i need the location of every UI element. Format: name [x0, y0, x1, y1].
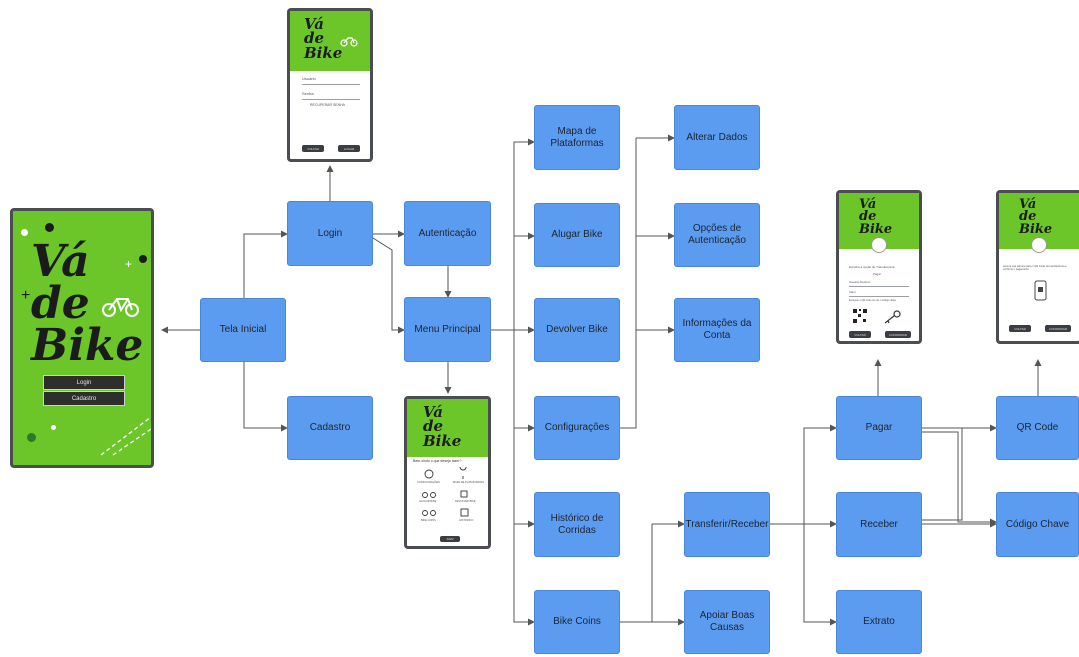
node-alterar-dados[interactable]: Alterar Dados	[674, 105, 760, 170]
node-extrato[interactable]: Extrato	[836, 590, 922, 654]
node-codigo-chave[interactable]: Código Chave	[996, 492, 1079, 557]
edge-menu-config	[513, 330, 535, 432]
edge-transf-extrato	[803, 524, 837, 626]
menu-item-coins[interactable]: BIKE COINS	[421, 519, 436, 522]
decor-dot	[45, 223, 54, 232]
node-historico-corridas[interactable]: Histórico de Corridas	[534, 492, 620, 557]
decor-plus-icon: +	[125, 257, 133, 271]
node-mapa-plataformas[interactable]: Mapa de Plataformas	[534, 105, 620, 170]
node-informacoes-conta[interactable]: Informações da Conta	[674, 298, 760, 362]
phone-scan-icon	[1034, 280, 1047, 301]
node-receber[interactable]: Receber	[836, 492, 922, 557]
menu-logo: Vá de Bike	[423, 403, 462, 450]
pay-field-label: Valor	[849, 290, 856, 294]
menu-item-configuracoes[interactable]: CONFIGURAÇÕES	[417, 481, 440, 484]
menu-screen-mockup: Vá de Bike Bem-vindo o que deseja fazer?…	[404, 396, 491, 549]
menu-item-mapa[interactable]: MAPA DE PLATAFORMAS	[453, 481, 484, 484]
bike-icon	[422, 510, 428, 516]
edge-login-menu	[372, 237, 405, 334]
node-opcoes-autenticacao[interactable]: Opções de Autenticação	[674, 203, 760, 267]
edge-receber-qr	[922, 428, 963, 521]
key-icon	[884, 310, 901, 324]
pay-field-2[interactable]	[849, 296, 909, 297]
splash-cadastro-button[interactable]: Cadastro	[43, 391, 125, 406]
edge-pagar-codigo	[922, 431, 997, 526]
pay-field-1[interactable]	[849, 286, 909, 287]
node-qr-code[interactable]: QR Code	[996, 396, 1079, 460]
node-configuracoes[interactable]: Configurações	[534, 396, 620, 460]
qr-logo: Vá de Bike	[1019, 197, 1053, 237]
node-pagar[interactable]: Pagar	[836, 396, 922, 460]
gear-icon	[424, 469, 434, 479]
menu-icons	[422, 467, 469, 517]
pay-back-button[interactable]: VOLTAR	[849, 331, 871, 338]
qr-user-avatar	[1031, 237, 1047, 253]
login-enter-button[interactable]: LOGAR	[338, 145, 360, 152]
menu-header	[407, 399, 488, 457]
edge-menu-coins	[513, 524, 535, 626]
node-tela-inicial[interactable]: Tela Inicial	[200, 298, 286, 362]
pay-subtitle: Pagar	[873, 272, 882, 276]
login-screen-mockup: Vá de Bike Usuário Senha RECUPERAR SENHA…	[287, 8, 373, 162]
menu-exit-button[interactable]: SAIR	[440, 536, 460, 542]
qr-back-button[interactable]: VOLTAR	[1009, 325, 1031, 332]
pay-user-avatar	[871, 237, 887, 253]
pay-logo: Vá de Bike	[859, 197, 893, 237]
node-transferir-receber[interactable]: Transferir/Receber	[684, 492, 770, 557]
pay-screen-mockup: Vá de Bike Escolha a opção de Transferên…	[836, 190, 922, 344]
login-user-field[interactable]	[302, 84, 360, 85]
calendar-icon	[460, 508, 469, 517]
edge-tela-cadastro	[243, 362, 288, 432]
login-logo: Vá de Bike	[304, 15, 343, 62]
splash-login-button[interactable]: Login	[43, 375, 125, 390]
map-pin-icon	[459, 467, 467, 479]
qr-title: Aponte sua câmera para o QR Code da tran…	[1003, 265, 1067, 271]
pay-qr-and-key	[853, 309, 901, 324]
decor-dashes	[100, 416, 151, 456]
decor-dot	[51, 425, 56, 430]
pay-confirm-button[interactable]: CONFIRMAR	[885, 331, 911, 338]
bike-icon	[340, 37, 358, 47]
qr-code-icon	[853, 309, 867, 323]
decor-plus-icon: +	[21, 287, 31, 304]
bike-icon	[102, 298, 139, 317]
edge-coins-branch	[620, 524, 653, 623]
login-back-button[interactable]: VOLTAR	[302, 145, 324, 152]
node-bike-coins[interactable]: Bike Coins	[534, 590, 620, 654]
splash-logo: Vá de Bike	[31, 236, 144, 371]
login-user-label: Usuário	[302, 76, 316, 81]
node-menu-principal[interactable]: Menu Principal	[404, 297, 491, 362]
node-login[interactable]: Login	[287, 201, 373, 266]
decor-dot	[139, 255, 147, 263]
login-password-field[interactable]	[302, 99, 360, 100]
splash-screen-mockup: + + Vá de Bike Login Cadastro	[10, 208, 154, 468]
pay-field-label: Usuário Destino	[849, 280, 871, 284]
edge-transf-pagar	[803, 424, 837, 524]
menu-item-historico[interactable]: HISTÓRICO	[459, 519, 474, 522]
node-autenticacao[interactable]: Autenticação	[404, 201, 491, 266]
decor-dot	[27, 433, 36, 442]
qr-confirm-button[interactable]: CONFIRMAR	[1045, 325, 1071, 332]
edge-menu-mapa	[513, 138, 535, 330]
menu-item-alugar[interactable]: ALUGAR BIKE	[419, 500, 437, 503]
edge-config-branch	[620, 138, 637, 429]
node-cadastro[interactable]: Cadastro	[287, 396, 373, 460]
decor-dot	[21, 229, 28, 236]
node-devolver-bike[interactable]: Devolver Bike	[534, 298, 620, 362]
lock-icon	[460, 490, 468, 498]
node-apoiar-causas[interactable]: Apoiar Boas Causas	[684, 590, 770, 654]
node-alugar-bike[interactable]: Alugar Bike	[534, 203, 620, 267]
menu-heading: Bem-vindo o que deseja fazer?	[413, 459, 462, 463]
edge-tela-login	[243, 230, 288, 298]
login-forgot-link[interactable]: RECUPERAR SENHA	[310, 103, 346, 107]
edge-menu-historico	[513, 428, 535, 528]
bike-icon	[422, 492, 428, 498]
login-password-label: Senha	[302, 91, 314, 96]
qr-screen-mockup: Vá de Bike Aponte sua câmera para o QR C…	[996, 190, 1079, 344]
pay-title: Escolha a opção de Transferência	[849, 265, 895, 269]
menu-item-devolver[interactable]: DEVOLVER BIKE	[455, 500, 476, 503]
pay-note: Escaneie o QR Code ou use o código chave	[849, 299, 897, 302]
